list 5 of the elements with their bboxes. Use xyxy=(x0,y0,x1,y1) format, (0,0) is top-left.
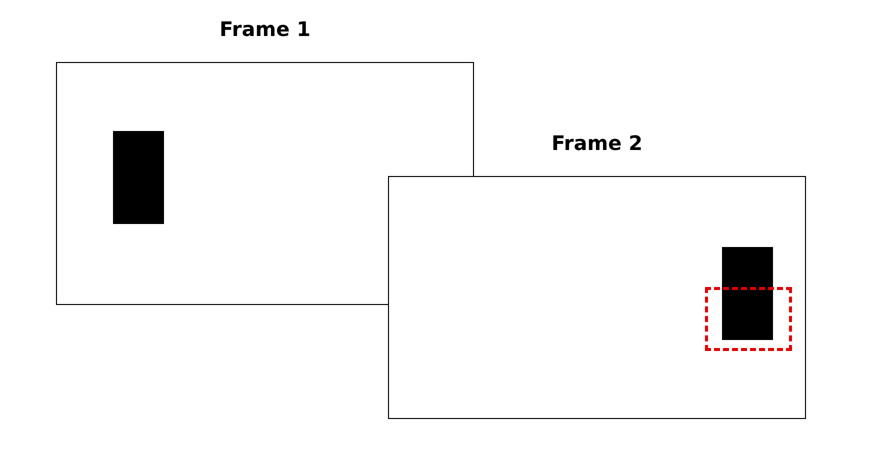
object-block xyxy=(722,247,773,340)
frame-title: Frame 1 xyxy=(219,17,311,41)
object-block xyxy=(113,131,164,224)
frame-title: Frame 2 xyxy=(551,131,643,155)
dashed-selection-box xyxy=(705,287,792,351)
